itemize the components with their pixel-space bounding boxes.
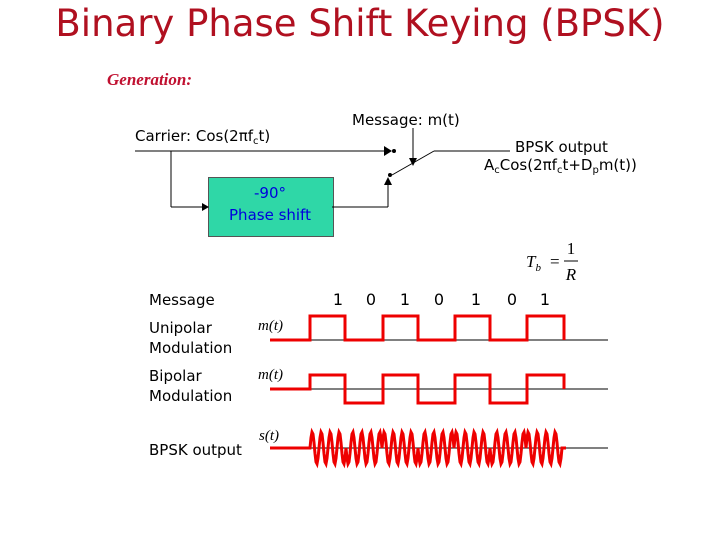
switch-top-contact bbox=[392, 149, 396, 153]
unipolar-signal-label: m(t) bbox=[258, 318, 283, 334]
bit-7: 1 bbox=[539, 290, 551, 309]
bpsk-output-label: BPSK output bbox=[515, 138, 608, 156]
bit-5: 1 bbox=[470, 290, 482, 309]
bpsk-signal-label: s(t) bbox=[259, 428, 279, 444]
bit-6: 0 bbox=[506, 290, 518, 309]
bipolar-label: Bipolar Modulation bbox=[149, 367, 233, 405]
message-control-arrowhead bbox=[409, 158, 417, 166]
bit-1: 1 bbox=[332, 290, 344, 309]
bipolar-signal-label: m(t) bbox=[258, 367, 283, 383]
carrier-label: Carrier: Cos(2πfct) bbox=[135, 127, 271, 147]
unipolar-waveform bbox=[270, 314, 566, 342]
bpsk-output-formula: AcCos(2πfct+Dpm(t)) bbox=[484, 156, 637, 176]
bpsk-waveform bbox=[270, 427, 566, 469]
tb-equals: = bbox=[550, 252, 560, 271]
page-title: Binary Phase Shift Keying (BPSK) bbox=[55, 2, 665, 45]
bpsk-output-row-label: BPSK output bbox=[149, 441, 242, 459]
phase-shift-label: -90° Phase shift bbox=[229, 184, 311, 224]
bit-4: 0 bbox=[433, 290, 445, 309]
bipolar-waveform bbox=[270, 373, 566, 405]
message-row-label: Message bbox=[149, 291, 215, 309]
unipolar-label: Unipolar Modulation bbox=[149, 319, 233, 357]
phase-input-arrowhead bbox=[202, 203, 209, 211]
tb-numerator: 1 bbox=[566, 239, 576, 258]
message-input-label: Message: m(t) bbox=[352, 111, 460, 129]
carrier-arrowhead bbox=[384, 146, 392, 156]
tb-denominator: R bbox=[565, 265, 577, 284]
bit-2: 0 bbox=[365, 290, 377, 309]
bit-3: 1 bbox=[399, 290, 411, 309]
phase-output-arrowhead bbox=[384, 177, 392, 185]
switch-bottom-contact bbox=[388, 173, 392, 177]
generation-heading: Generation: bbox=[107, 70, 192, 89]
tb-symbol: Tb bbox=[526, 252, 541, 274]
